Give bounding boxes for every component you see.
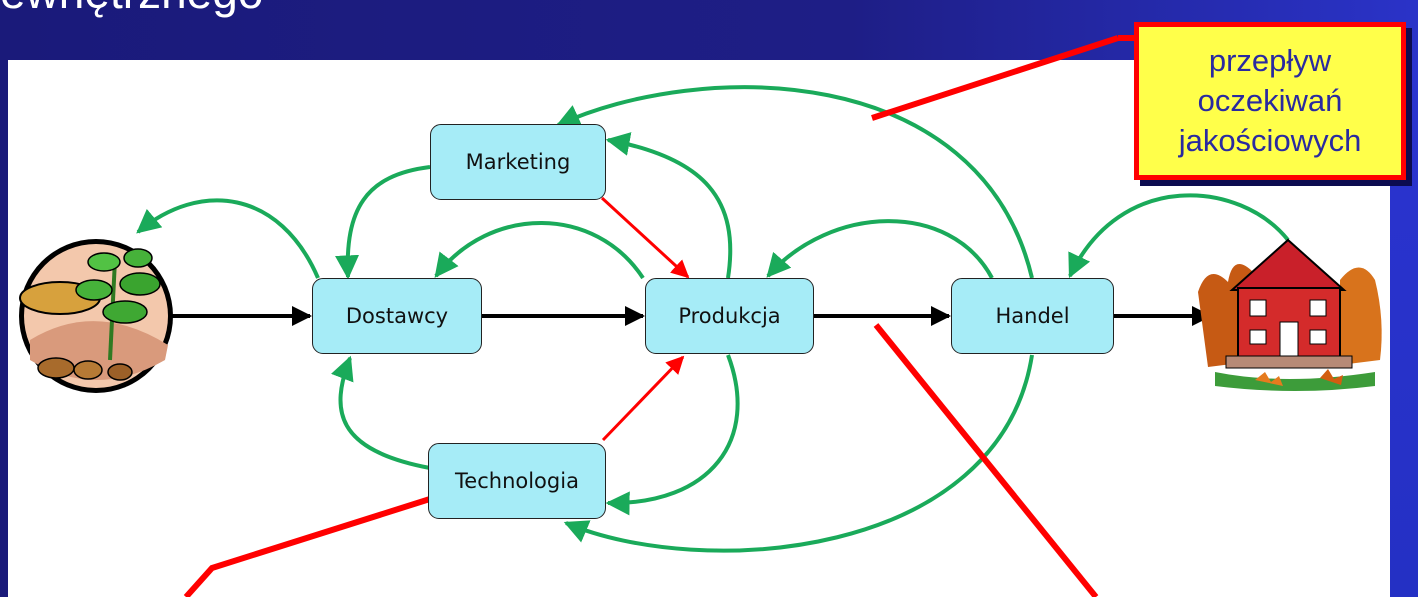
node-marketing: Marketing — [430, 124, 606, 200]
arrow-marketing-to-produkcja — [600, 196, 690, 279]
seedling-clipart — [19, 239, 173, 393]
quality-expectations-callout: przepływ oczekiwań jakościowych — [1134, 22, 1406, 180]
curve-produkcja-to-technologia — [605, 354, 740, 516]
node-handel: Handel — [951, 278, 1114, 354]
node-dostawcy: Dostawcy — [312, 278, 482, 354]
arrow-technologia-to-produkcja — [601, 355, 685, 442]
pointer-technologia — [183, 489, 453, 597]
node-produkcja: Produkcja — [645, 278, 814, 354]
curve-handel-to-technologia — [563, 354, 1034, 553]
curve-destination-to-handel — [1068, 193, 1290, 279]
node-technologia: Technologia — [428, 443, 606, 519]
curve-handel-to-produkcja — [766, 219, 994, 279]
curve-technologia-to-dostawcy — [331, 355, 431, 470]
curve-dostawcy-to-source — [136, 198, 320, 279]
red-flow-arrows — [600, 196, 690, 442]
curve-handel-to-marketing — [555, 85, 1034, 279]
pointer-produkcja-handel — [873, 323, 1099, 597]
green-feedback-arrows — [136, 85, 1290, 553]
slide-title-fragment: ewnętrznego — [0, 0, 263, 22]
curve-marketing-to-dostawcy — [335, 165, 431, 280]
curve-produkcja-to-marketing — [605, 132, 733, 279]
pointer-quality-expectations-diag — [871, 35, 1119, 121]
curve-produkcja-to-dostawcy — [434, 221, 645, 280]
house-clipart — [1198, 238, 1382, 391]
callout-pointers — [183, 35, 1138, 597]
